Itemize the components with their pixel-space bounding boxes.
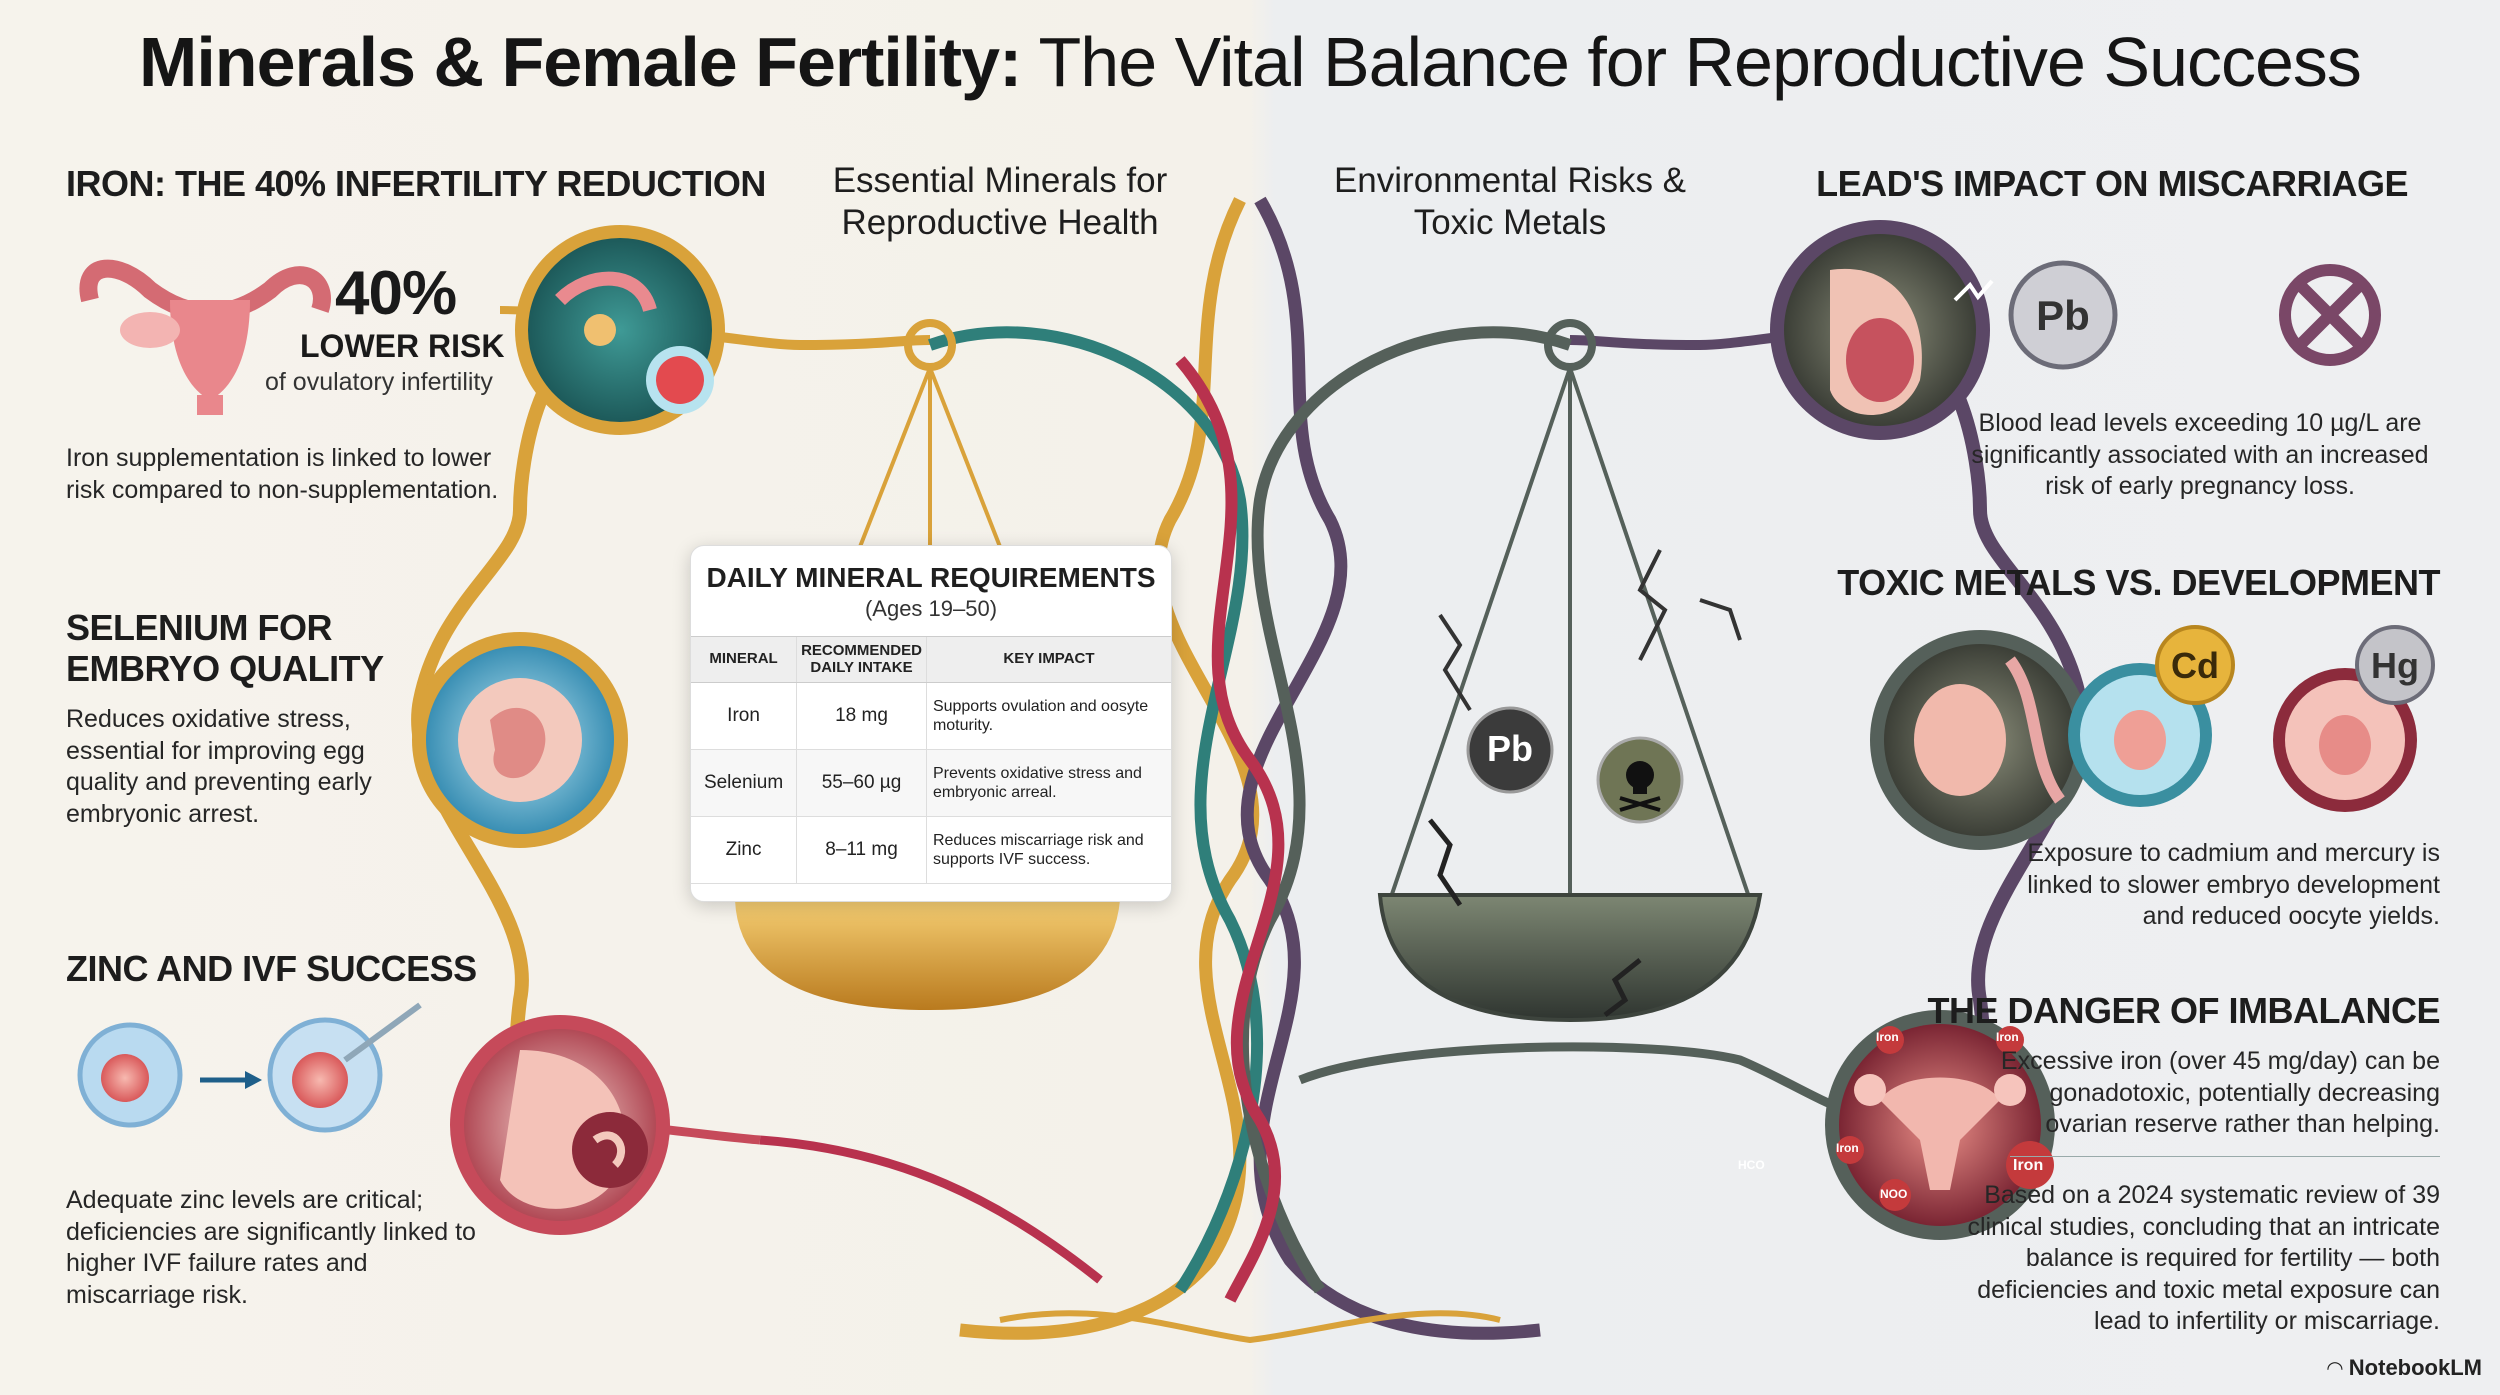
- cell-impact: Supports ovulation and oosyte moturity.: [925, 682, 1171, 750]
- col-header-intake: RECOMMENDED DAILY INTAKE: [796, 636, 927, 683]
- pregnancy-medallion: [450, 1015, 670, 1235]
- cell-impact: Prevents oxidative stress and embryonic …: [925, 749, 1171, 817]
- embryo-medallion: [412, 632, 628, 848]
- table-subtitle: (Ages 19–50): [864, 596, 998, 621]
- iron-stat-percent: 40%: [335, 259, 457, 328]
- bubble-label: HCO: [1738, 1158, 1765, 1172]
- hg-badge-label: Hg: [2371, 645, 2419, 686]
- requirements-table: MINERAL RECOMMENDED DAILY INTAKE KEY IMP…: [691, 636, 1171, 884]
- page-title: Minerals & Female Fertility: The Vital B…: [0, 22, 2500, 102]
- zinc-heading: ZINC AND IVF SUCCESS: [66, 948, 477, 989]
- bubble-label: Iron: [1996, 1030, 2019, 1044]
- table-title: DAILY MINERAL REQUIREMENTS: [706, 562, 1156, 593]
- toxic-heading: TOXIC METALS VS. DEVELOPMENT: [1837, 562, 2440, 603]
- cell-impact: Reduces miscarriage risk and supports IV…: [925, 816, 1171, 884]
- col-header-mineral: MINERAL: [691, 636, 797, 683]
- iron-heading: IRON: THE 40% INFERTILITY REDUCTION: [66, 163, 766, 204]
- cell-intake: 55–60 µg: [796, 749, 927, 817]
- toxic-body: Exposure to cadmium and mercury is linke…: [2027, 839, 2440, 930]
- imbalance-body: Excessive iron (over 45 mg/day) can be g…: [2000, 1047, 2440, 1138]
- title-bold: Minerals & Female Fertility:: [139, 23, 1022, 101]
- uterus-illustration: [79, 259, 331, 415]
- brand-logo: ◠ NotebookLM: [2327, 1355, 2482, 1381]
- zinc-body: Adequate zinc levels are critical; defic…: [66, 1186, 476, 1309]
- mercury-embryo-medallion: [2273, 625, 2435, 812]
- lead-body: Blood lead levels exceeding 10 µg/L are …: [1971, 409, 2429, 500]
- imbalance-note: Based on a 2024 systematic review of 39 …: [1967, 1181, 2441, 1335]
- cell-mineral: Zinc: [691, 816, 797, 884]
- bubble-label: Iron: [1876, 1030, 1899, 1044]
- table-row: Iron 18 mg Supports ovulation and oosyte…: [691, 682, 1171, 750]
- lead-badge-label: Pb: [2036, 292, 2090, 339]
- bubble-label: Iron: [1836, 1141, 1859, 1155]
- title-rest: The Vital Balance for Reproductive Succe…: [1038, 23, 2362, 101]
- iron-stat-caption: of ovulatory infertility: [265, 368, 493, 396]
- lead-heading: LEAD'S IMPACT ON MISCARRIAGE: [1816, 163, 2408, 204]
- cell-mineral: Iron: [691, 682, 797, 750]
- cell-mineral: Selenium: [691, 749, 797, 817]
- no-symbol-icon: [2279, 264, 2381, 366]
- uterus-medallion: [515, 225, 725, 435]
- imbalance-divider: [2010, 1156, 2440, 1157]
- ivf-illustration: [77, 1002, 422, 1133]
- bubble-label: Iron: [2013, 1157, 2044, 1174]
- ovary-medallion: [1825, 1010, 2055, 1240]
- scale-pb-label: Pb: [1486, 728, 1533, 769]
- pb-badge: [2008, 260, 2118, 370]
- essential-minerals-heading: Essential Minerals for Reproductive Heal…: [832, 161, 1168, 242]
- iron-body: Iron supplementation is linked to lower …: [66, 444, 499, 504]
- notebook-icon: ◠: [2327, 1358, 2343, 1380]
- bubble-label: NOO: [1880, 1187, 1908, 1201]
- cell-intake: 8–11 mg: [796, 816, 927, 884]
- table-row: Zinc 8–11 mg Reduces miscarriage risk an…: [691, 816, 1171, 884]
- cell-intake: 18 mg: [796, 682, 927, 750]
- skull-icon: [1619, 761, 1661, 812]
- selenium-heading-line2: EMBRYO QUALITY: [66, 648, 384, 689]
- daily-requirements-card: DAILY MINERAL REQUIREMENTS (Ages 19–50) …: [690, 545, 1172, 902]
- fetus-medallion: [1870, 630, 2090, 850]
- imbalance-heading: THE DANGER OF IMBALANCE: [1927, 990, 2441, 1031]
- left-scale-bowl: [735, 900, 1120, 1010]
- cadmium-embryo-medallion: [2068, 625, 2235, 807]
- selenium-body: Reduces oxidative stress, essential for …: [66, 705, 372, 828]
- selenium-heading-line1: SELENIUM FOR: [66, 607, 333, 648]
- cd-badge-label: Cd: [2171, 645, 2219, 686]
- col-header-impact: KEY IMPACT: [925, 636, 1171, 683]
- table-row: Selenium 55–60 µg Prevents oxidative str…: [691, 749, 1171, 817]
- miscarriage-medallion: [1770, 220, 1994, 440]
- environmental-risks-heading: Environmental Risks & Toxic Metals: [1333, 161, 1687, 242]
- brand-text: NotebookLM: [2348, 1355, 2482, 1380]
- right-scale-bowl: [1377, 893, 1763, 1023]
- iron-stat-label: LOWER RISK: [300, 328, 505, 364]
